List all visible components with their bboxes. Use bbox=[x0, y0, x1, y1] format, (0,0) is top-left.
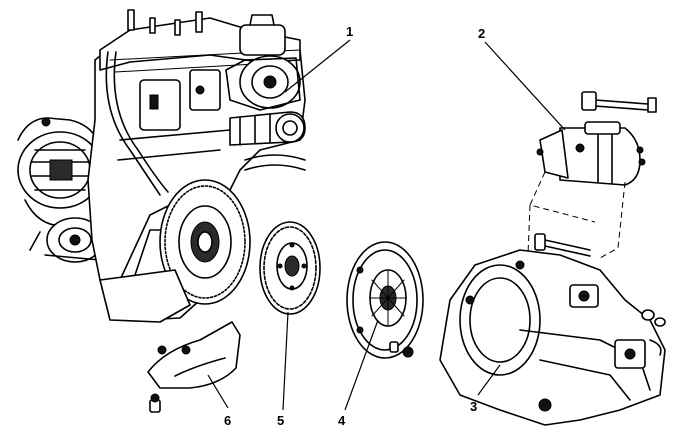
carburettor bbox=[225, 14, 301, 111]
alignment-lines bbox=[527, 171, 626, 259]
flywheel bbox=[159, 179, 251, 305]
callout-5: 5 bbox=[277, 413, 284, 428]
water-pump-pulley bbox=[29, 217, 104, 263]
leader-6 bbox=[207, 374, 229, 409]
leader-2 bbox=[484, 41, 566, 131]
gearbox-housing bbox=[439, 233, 666, 426]
callout-1: 1 bbox=[346, 24, 353, 39]
cover-plate bbox=[147, 321, 241, 413]
intake-pipe bbox=[229, 111, 306, 146]
callout-2: 2 bbox=[478, 26, 485, 41]
leader-5 bbox=[282, 311, 289, 411]
engine-assembly bbox=[17, 9, 306, 323]
callout-4: 4 bbox=[338, 413, 346, 428]
leader-1 bbox=[284, 39, 351, 93]
leader-lines bbox=[207, 39, 566, 411]
callout-6: 6 bbox=[224, 413, 231, 428]
leader-4 bbox=[344, 319, 379, 411]
manifold-details bbox=[117, 69, 231, 161]
starter-motor bbox=[536, 91, 657, 186]
clutch-disc bbox=[259, 221, 321, 315]
clutch-pressure-plate bbox=[346, 241, 424, 359]
dipstick-tube bbox=[105, 51, 169, 196]
leader-3 bbox=[477, 364, 501, 396]
starter-bolt bbox=[594, 99, 649, 111]
coolant-hose bbox=[244, 154, 306, 171]
callout-3: 3 bbox=[470, 399, 477, 414]
oil-sump bbox=[99, 269, 191, 323]
head-bolts bbox=[127, 9, 203, 36]
